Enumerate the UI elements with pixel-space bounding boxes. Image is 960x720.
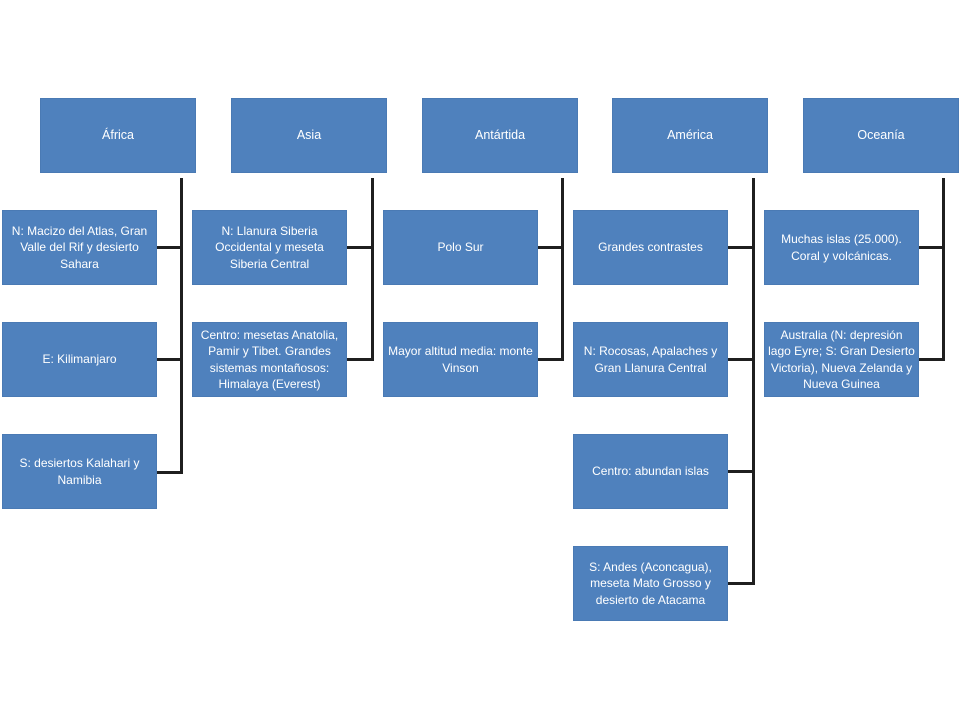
- antartida-item-2: Mayor altitud media: monte Vinson: [383, 322, 538, 397]
- oceania-item-1: Muchas islas (25.000). Coral y volcánica…: [764, 210, 919, 285]
- america-item-1: Grandes contrastes: [573, 210, 728, 285]
- africa-item-2: E: Kilimanjaro: [2, 322, 157, 397]
- connector-oceania: [942, 178, 945, 361]
- america-item-3-text: Centro: abundan islas: [592, 464, 709, 479]
- connector-asia: [371, 178, 374, 361]
- asia-item-2-text: Centro: mesetas Anatolia, Pamir y Tibet.…: [200, 328, 339, 391]
- asia-item-2: Centro: mesetas Anatolia, Pamir y Tibet.…: [192, 322, 347, 397]
- oceania-item-2: Australia (N: depresión lago Eyre; S: Gr…: [764, 322, 919, 397]
- connector-asia-item-1: [347, 246, 374, 249]
- header-asia: Asia: [231, 98, 387, 173]
- america-item-2-text: N: Rocosas, Apalaches y Gran Llanura Cen…: [583, 344, 718, 375]
- africa-item-3: S: desiertos Kalahari y Namibia: [2, 434, 157, 509]
- africa-item-2-text: E: Kilimanjaro: [42, 352, 117, 367]
- connector-america-item-1: [728, 246, 755, 249]
- antartida-item-2-text: Mayor altitud media: monte Vinson: [388, 344, 533, 375]
- america-item-4: S: Andes (Aconcagua), meseta Mato Grosso…: [573, 546, 728, 621]
- header-antartida: Antártida: [422, 98, 578, 173]
- header-africa: África: [40, 98, 196, 173]
- connector-antartida-item-2: [537, 358, 564, 361]
- oceania-item-1-text: Muchas islas (25.000). Coral y volcánica…: [781, 232, 902, 263]
- antartida-item-1: Polo Sur: [383, 210, 538, 285]
- antartida-item-1-text: Polo Sur: [437, 240, 484, 255]
- connector-africa-item-3: [157, 471, 183, 474]
- america-item-2: N: Rocosas, Apalaches y Gran Llanura Cen…: [573, 322, 728, 397]
- header-africa-label: África: [102, 128, 134, 142]
- header-asia-label: Asia: [296, 128, 322, 142]
- connector-oceania-item-2: [918, 358, 945, 361]
- connector-america-item-2: [728, 358, 755, 361]
- connector-africa-item-2: [157, 358, 183, 361]
- africa-item-1: N: Macizo del Atlas, Gran Valle del Rif …: [2, 210, 157, 285]
- asia-item-1: N: Llanura Siberia Occidental y meseta S…: [192, 210, 347, 285]
- header-oceania-label: Oceanía: [857, 128, 905, 142]
- header-america: América: [612, 98, 768, 173]
- connector-africa: [180, 178, 183, 474]
- asia-item-1-text: N: Llanura Siberia Occidental y meseta S…: [215, 224, 324, 271]
- america-item-1-text: Grandes contrastes: [598, 240, 703, 255]
- oceania-item-2-text: Australia (N: depresión lago Eyre; S: Gr…: [768, 328, 915, 391]
- connector-america-item-4: [728, 582, 755, 585]
- connector-america-item-3: [728, 470, 755, 473]
- connector-antartida-item-1: [537, 246, 564, 249]
- america-item-4-text: S: Andes (Aconcagua), meseta Mato Grosso…: [589, 560, 712, 607]
- connector-africa-item-1: [157, 246, 183, 249]
- header-antartida-label: Antártida: [474, 128, 526, 142]
- connector-antartida: [561, 178, 564, 361]
- connector-asia-item-2: [347, 358, 374, 361]
- america-item-3: Centro: abundan islas: [573, 434, 728, 509]
- header-oceania: Oceanía: [803, 98, 959, 173]
- connector-america: [752, 178, 755, 585]
- africa-item-1-text: N: Macizo del Atlas, Gran Valle del Rif …: [11, 224, 148, 271]
- connector-oceania-item-1: [918, 246, 945, 249]
- africa-item-3-text: S: desiertos Kalahari y Namibia: [19, 456, 140, 487]
- header-america-label: América: [667, 128, 713, 142]
